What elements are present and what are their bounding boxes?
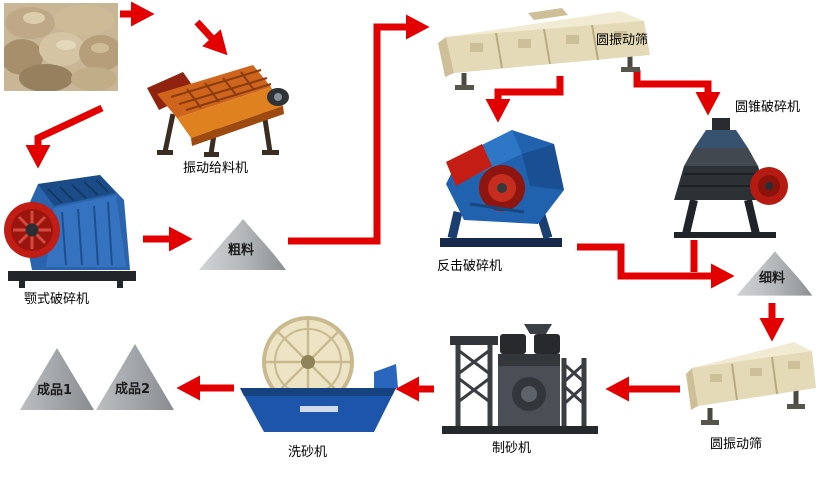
impact-crusher-illustration xyxy=(440,130,564,247)
product-2-pile xyxy=(94,342,176,412)
cone-crusher xyxy=(656,112,790,240)
impact-crusher xyxy=(424,112,576,254)
product-2-label: 成品2 xyxy=(115,382,151,397)
fine-material-label: 细料 xyxy=(759,271,786,286)
sand-washing-machine xyxy=(236,314,400,438)
fine-pile-illustration xyxy=(736,251,813,296)
fine-material-pile xyxy=(734,246,814,300)
raw-stone-photo xyxy=(4,3,118,91)
jaw-crusher xyxy=(2,168,140,290)
product-2-illustration xyxy=(96,344,174,410)
cone-crusher-label: 圆锥破碎机 xyxy=(735,100,801,115)
product-1-pile xyxy=(18,346,96,412)
coarse-material-pile xyxy=(196,216,288,272)
jaw-crusher-label: 颚式破碎机 xyxy=(24,292,90,307)
sand-maker-label: 制砂机 xyxy=(492,441,532,456)
arrow-impact-to-fine xyxy=(577,243,735,289)
vibrating-feeder xyxy=(143,52,295,160)
sand-washer-label: 洗砂机 xyxy=(288,445,328,460)
sand-maker-illustration xyxy=(442,324,598,434)
arrow-feeder-to-jaw xyxy=(25,104,104,169)
bottom-vibrating-screen xyxy=(684,334,818,432)
top-screen-label: 圆振动筛 xyxy=(596,33,649,48)
sand-making-machine xyxy=(436,324,604,438)
coarse-pile-illustration xyxy=(199,219,286,270)
raw-stone-image xyxy=(4,3,118,91)
jaw-crusher-illustration xyxy=(4,175,136,288)
arrow-coarse-to-screen xyxy=(288,14,430,245)
cone-crusher-illustration xyxy=(674,118,788,238)
coarse-material-label: 粗料 xyxy=(228,243,255,258)
sand-washer-illustration xyxy=(240,316,398,432)
top-screen-illustration xyxy=(438,8,650,90)
arrow-stone-to-feeder xyxy=(194,19,228,56)
impact-crusher-label: 反击破碎机 xyxy=(437,259,503,274)
bottom-screen-label: 圆振动筛 xyxy=(710,437,763,452)
product-1-label: 成品1 xyxy=(37,383,73,398)
bottom-screen-illustration xyxy=(686,342,816,425)
vibrating-feeder-label: 振动给料机 xyxy=(183,161,249,176)
product-1-illustration xyxy=(20,348,94,410)
top-vibrating-screen xyxy=(432,5,654,95)
vibrating-feeder-illustration xyxy=(147,65,289,157)
